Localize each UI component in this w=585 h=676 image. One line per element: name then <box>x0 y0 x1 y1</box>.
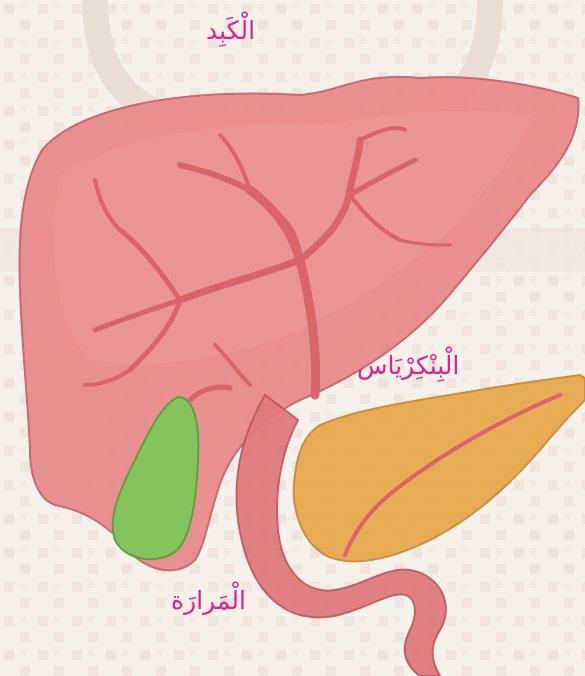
gallbladder-label: الْمَرارَة <box>171 588 246 613</box>
pancreas-label: الْبِنْكِرْيَاس <box>357 353 459 378</box>
liver-label: الْكَبِد <box>206 18 255 43</box>
